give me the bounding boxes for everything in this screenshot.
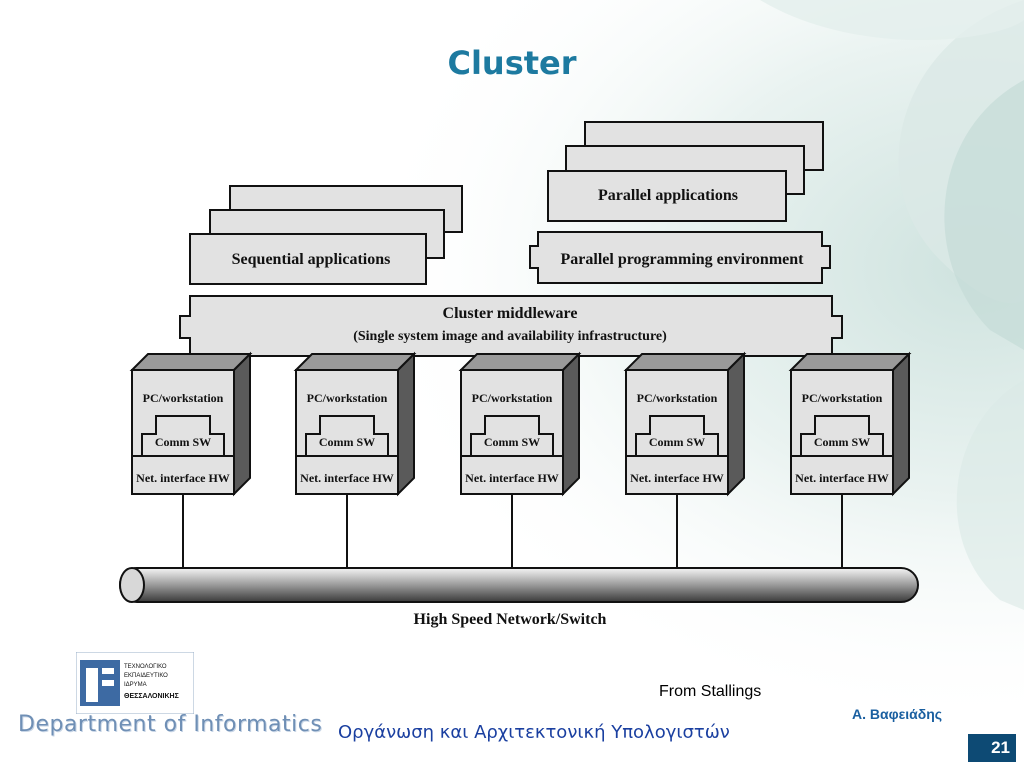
net-interface-label: Net. interface HW	[630, 471, 724, 485]
net-interface-label: Net. interface HW	[465, 471, 559, 485]
pc-workstation-label: PC/workstation	[143, 391, 224, 405]
logo-line-1: ΤΕΧΝΟΛΟΓΙΚΟ	[124, 664, 167, 670]
tei-logo: ΤΕΧΝΟΛΟΓΙΚΟ ΕΚΠΑΙΔΕΥΤΙΚΟ ΙΔΡΥΜΑ ΘΕΣΣΑΛΟΝ…	[76, 652, 194, 714]
logo-line-4: ΘΕΣΣΑΛΟΝΙΚΗΣ	[124, 693, 179, 700]
pc-workstation-label: PC/workstation	[307, 391, 388, 405]
credit-text: From Stallings	[659, 683, 762, 700]
comm-sw-label: Comm SW	[319, 435, 375, 449]
net-interface-label: Net. interface HW	[795, 471, 889, 485]
comm-sw-label: Comm SW	[649, 435, 705, 449]
middleware-title: Cluster middleware	[443, 305, 578, 322]
page-number: 21	[968, 734, 1016, 762]
net-interface-label: Net. interface HW	[136, 471, 230, 485]
middleware-subtitle: (Single system image and availability in…	[353, 329, 667, 344]
pc-workstation-label: PC/workstation	[802, 391, 883, 405]
parallel-env-box: Parallel programming environment	[529, 231, 831, 284]
pc-workstation-label: PC/workstation	[637, 391, 718, 405]
comm-sw-label: Comm SW	[814, 435, 870, 449]
comm-sw-label: Comm SW	[484, 435, 540, 449]
course-title: Οργάνωση και Αρχιτεκτονική Υπολογιστών	[338, 722, 730, 743]
sequential-apps-label: Sequential applications	[232, 251, 391, 268]
logo-line-2: ΕΚΠΑΙΔΕΥΤΙΚΟ	[124, 673, 168, 679]
slide-title: Cluster	[447, 44, 577, 82]
parallel-apps-stack: Parallel applications	[547, 121, 824, 222]
pc-workstation-label: PC/workstation	[472, 391, 553, 405]
logo-line-3: ΙΔΡΥΜΑ	[124, 682, 147, 688]
net-interface-label: Net. interface HW	[300, 471, 394, 485]
parallel-apps-label: Parallel applications	[598, 187, 738, 204]
network-pipe: High Speed Network/Switch	[119, 567, 919, 628]
comm-sw-label: Comm SW	[155, 435, 211, 449]
cluster-middleware-box: Cluster middleware (Single system image …	[179, 295, 843, 357]
department-name: Department of Informatics	[18, 712, 323, 737]
sequential-apps-stack: Sequential applications	[189, 185, 463, 285]
network-label: High Speed Network/Switch	[414, 611, 607, 628]
author-name: Α. Βαφειάδης	[852, 706, 943, 722]
parallel-env-label: Parallel programming environment	[561, 251, 805, 268]
